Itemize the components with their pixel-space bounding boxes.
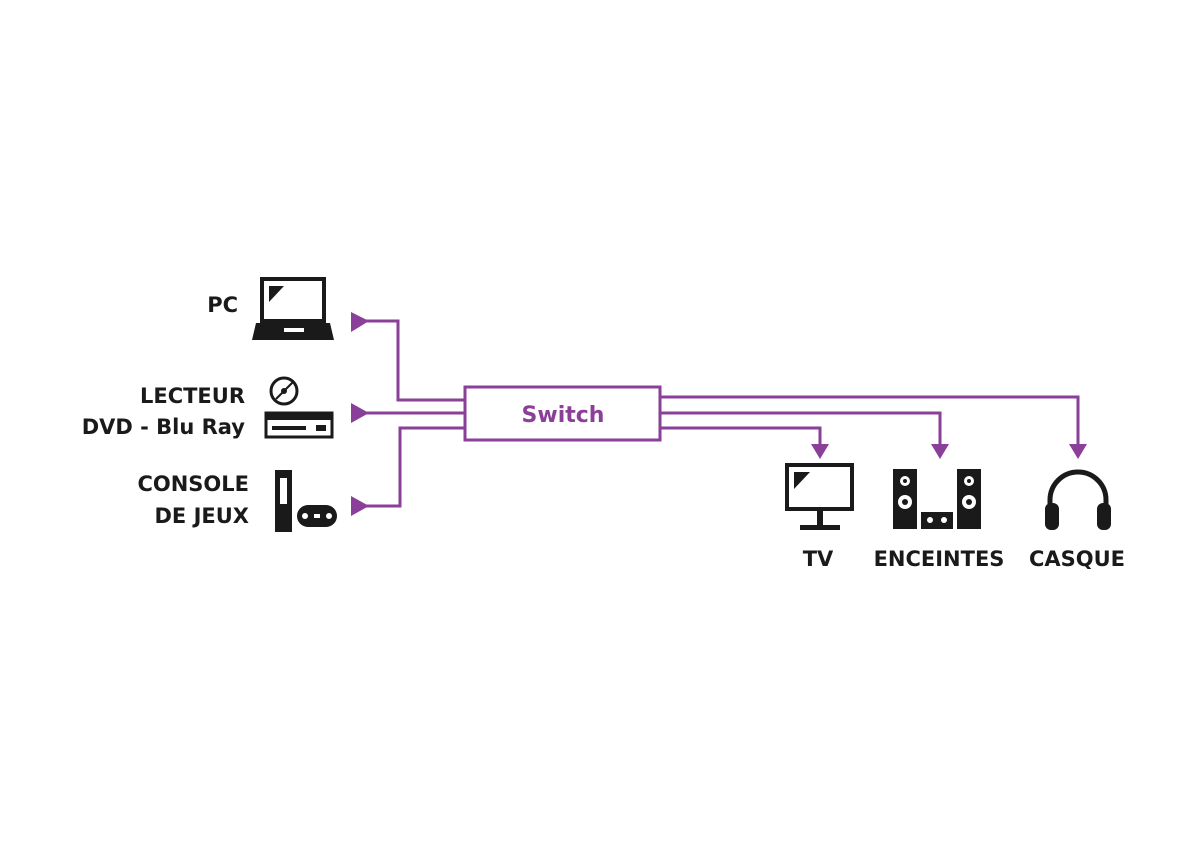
connector-enceintes [660, 411, 942, 447]
source-label-dvd-line2: DVD - Blu Ray [82, 415, 246, 439]
arrowheads [351, 312, 1087, 516]
connector-casque [660, 395, 1080, 447]
disc-player-icon [264, 376, 334, 439]
connector-tv [660, 426, 822, 447]
switch-label: Switch [522, 403, 605, 428]
arrow-console [351, 496, 369, 516]
source-label-dvd-line1: LECTEUR [140, 384, 245, 408]
output-label-casque: CASQUE [1029, 547, 1125, 571]
arrow-dvd [351, 403, 369, 423]
output-label-tv: TV [803, 547, 834, 571]
laptop-icon [252, 277, 334, 340]
connector-lines [364, 319, 1080, 508]
connector-pc [364, 319, 465, 402]
switch-box: Switch [463, 385, 662, 442]
arrow-tv [811, 444, 829, 459]
output-label-enceintes: ENCEINTES [874, 547, 1005, 571]
headphones-icon [1045, 469, 1111, 530]
game-console-icon [275, 470, 337, 532]
tv-monitor-icon [785, 463, 854, 530]
connector-console [364, 426, 465, 508]
source-labels: PC LECTEUR DVD - Blu Ray CONSOLE DE JEUX [82, 293, 249, 528]
arrow-casque [1069, 444, 1087, 459]
source-label-console-line1: CONSOLE [137, 472, 249, 496]
arrow-enceintes [931, 444, 949, 459]
output-labels: TV ENCEINTES CASQUE [803, 547, 1125, 571]
speakers-icon [893, 469, 981, 529]
arrow-pc [351, 312, 369, 332]
source-label-console-line2: DE JEUX [155, 504, 250, 528]
source-label-pc: PC [207, 293, 238, 317]
